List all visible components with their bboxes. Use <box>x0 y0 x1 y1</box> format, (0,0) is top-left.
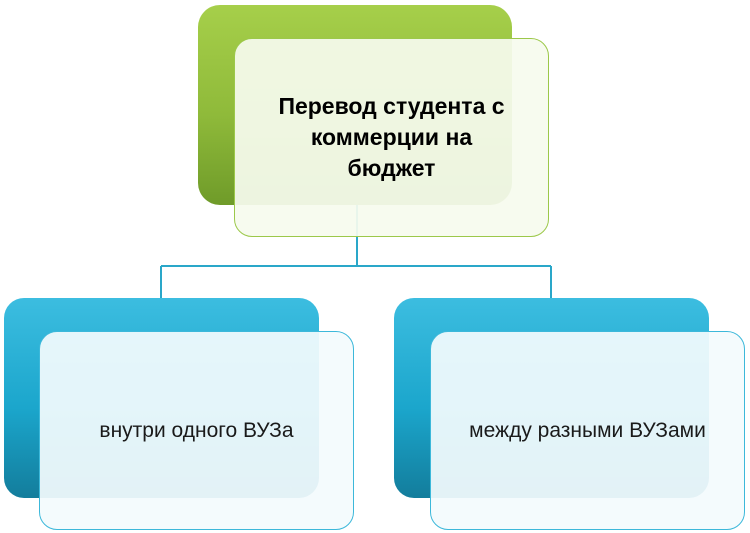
root-node-label: Перевод студента с коммерции на бюджет <box>278 93 505 181</box>
root-node[interactable]: Перевод студента с коммерции на бюджет <box>234 38 549 237</box>
child-node-left-label: внутри одного ВУЗа <box>99 419 294 442</box>
child-node-left[interactable]: внутри одного ВУЗа <box>39 331 354 530</box>
child-node-right[interactable]: между разными ВУЗами <box>430 331 745 530</box>
child-node-right-label: между разными ВУЗами <box>469 419 706 442</box>
